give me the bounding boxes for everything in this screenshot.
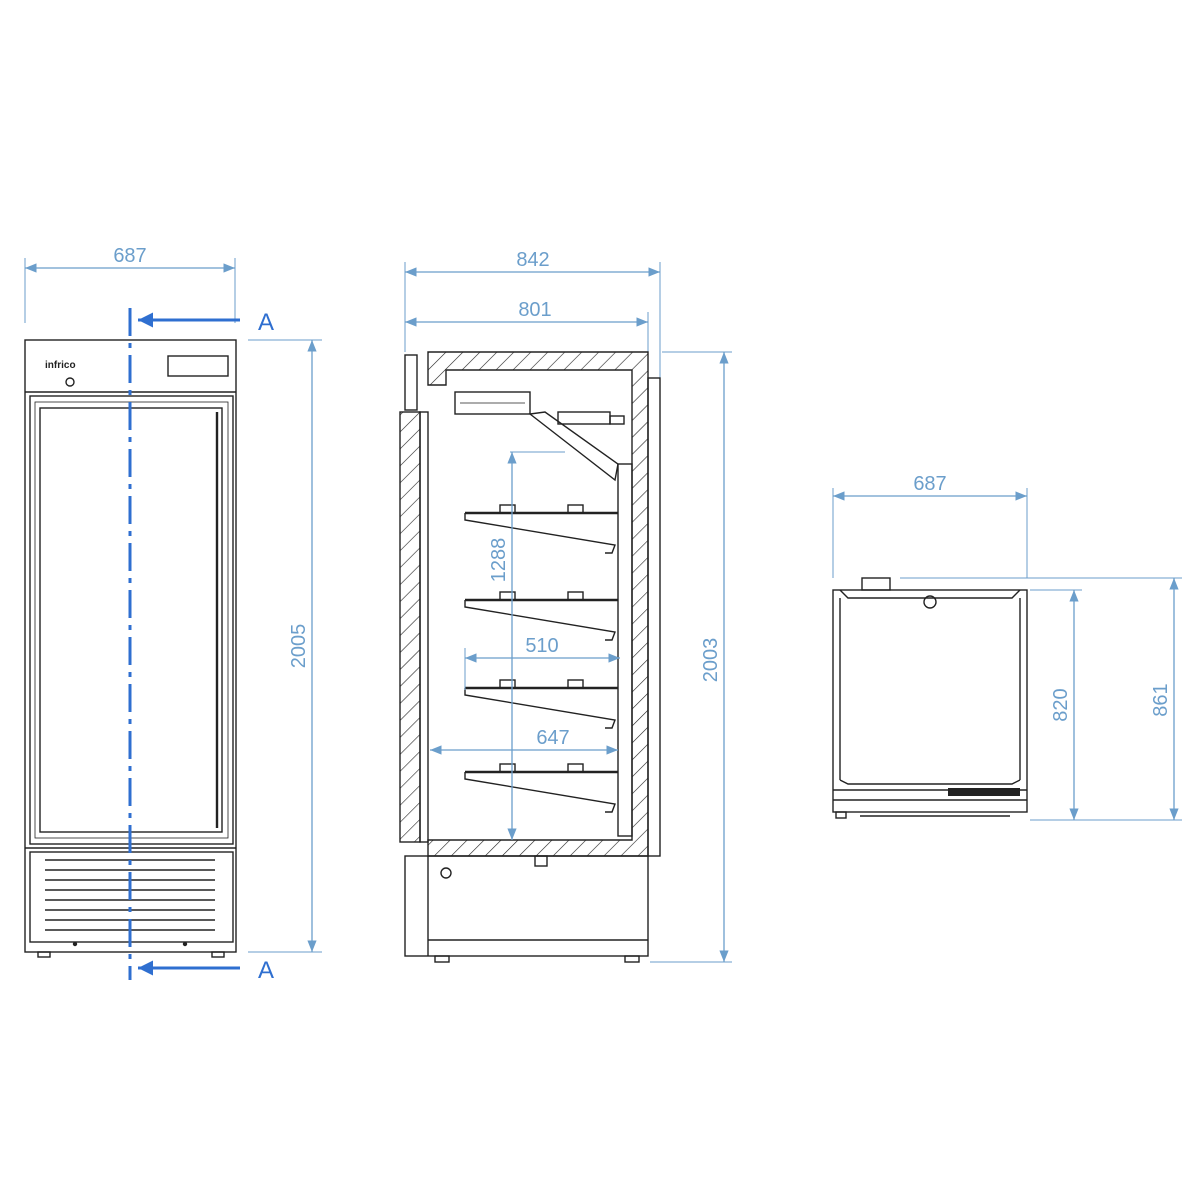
top-depth-total-label: 861 xyxy=(1150,683,1172,716)
front-view: 687 2005 infrico xyxy=(24,245,322,984)
evaporator-fan xyxy=(454,391,531,415)
cabinet-front-outline xyxy=(24,339,237,953)
side-depth-outer-dimension: 842 xyxy=(404,249,661,380)
foot-right xyxy=(211,951,225,958)
top-depth-label: 820 xyxy=(1050,688,1072,721)
shelf-span-dimension: 1288 xyxy=(488,451,565,840)
front-width-label: 687 xyxy=(113,245,146,267)
top-width-label: 687 xyxy=(913,473,946,495)
section-label-bottom: A xyxy=(258,957,274,984)
section-line-a: A A xyxy=(128,308,274,984)
foot-left xyxy=(37,951,51,958)
rear-panel xyxy=(647,377,661,857)
shelf-3 xyxy=(464,679,618,729)
shelf-depth-label: 510 xyxy=(525,635,558,657)
air-duct xyxy=(528,411,619,482)
lock-icon xyxy=(65,377,75,387)
section-label-top: A xyxy=(258,309,274,336)
shelf-2 xyxy=(464,591,618,641)
side-depth-inner-label: 801 xyxy=(518,299,551,321)
interior-depth-dimension: 647 xyxy=(430,727,618,755)
compressor-compartment xyxy=(404,855,649,957)
door-section xyxy=(399,411,421,843)
lock-icon-top xyxy=(923,595,937,609)
insulated-wall xyxy=(427,351,649,857)
shelf-depth-dimension: 510 xyxy=(464,635,620,690)
front-width-dimension: 687 xyxy=(24,245,236,323)
top-width-dimension: 687 xyxy=(832,473,1028,578)
side-height-label: 2003 xyxy=(700,638,722,683)
side-section-view: 842 801 2003 xyxy=(399,249,732,963)
cabinet-top-outline xyxy=(832,589,1028,813)
control-panel-display xyxy=(167,355,229,377)
front-height-label: 2005 xyxy=(288,624,310,669)
shelf-rail xyxy=(617,463,633,837)
shelf-4 xyxy=(464,763,618,813)
shelf-span-label: 1288 xyxy=(488,538,510,583)
side-depth-inner-dimension: 801 xyxy=(405,299,649,352)
top-vent-slots xyxy=(948,788,1020,796)
front-height-dimension: 2005 xyxy=(248,339,322,953)
top-depth-total-dimension: 861 xyxy=(900,577,1182,820)
top-view: 687 820 861 xyxy=(832,473,1182,821)
interior-depth-label: 647 xyxy=(536,727,569,749)
side-height-dimension: 2003 xyxy=(650,351,732,963)
top-depth-dimension: 820 xyxy=(1030,589,1182,821)
side-depth-outer-label: 842 xyxy=(516,249,549,271)
brand-logo: infrico xyxy=(45,360,76,371)
